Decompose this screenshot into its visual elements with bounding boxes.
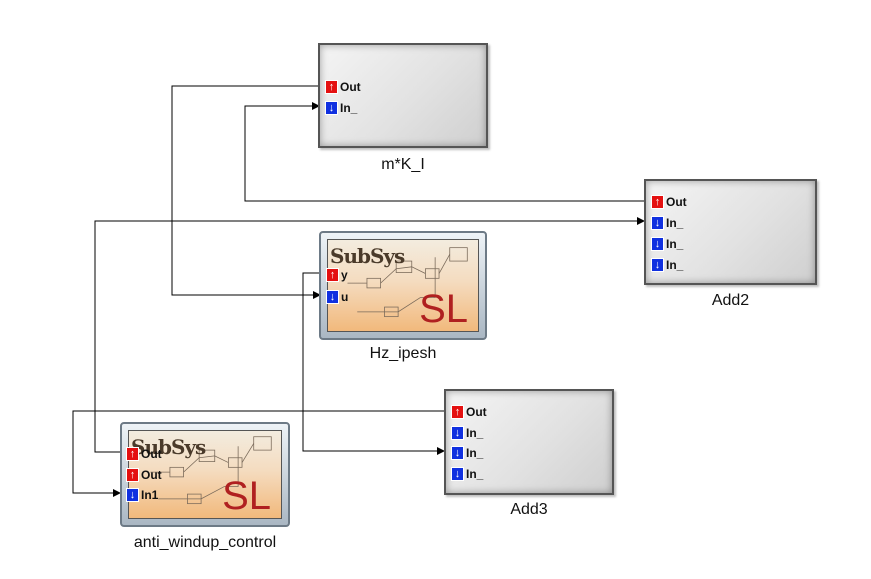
port-out[interactable]: ↑ Out xyxy=(325,79,361,95)
port-in[interactable]: ↓ In_ xyxy=(451,425,483,441)
wire-hz-out-to-add3-in xyxy=(302,272,445,455)
subsystem-icon-title: SubSys xyxy=(330,244,405,268)
block-add2[interactable]: ↑ Out ↓ In_ ↓ In_ ↓ In_ xyxy=(644,179,817,285)
block-hz-ipesh[interactable]: SubSys SL ↑ y ↓ u xyxy=(319,231,487,340)
port-in[interactable]: ↓ In_ xyxy=(651,236,683,252)
block-label-hz-ipesh: Hz_ipesh xyxy=(369,345,437,362)
port-label: Out xyxy=(141,447,162,461)
wire-aw-out-to-add2-in xyxy=(94,217,645,453)
port-label: y xyxy=(341,268,348,282)
port-out[interactable]: ↑ Out xyxy=(451,404,487,420)
wire-add2-out-to-mk-in xyxy=(244,102,650,202)
arrow-down-icon: ↓ xyxy=(651,237,664,251)
block-add3[interactable]: ↑ Out ↓ In_ ↓ In_ ↓ In_ xyxy=(444,389,614,495)
port-label: In_ xyxy=(340,101,358,115)
port-out[interactable]: ↑ Out xyxy=(651,194,687,210)
arrow-down-icon: ↓ xyxy=(451,426,464,440)
block-anti-windup-control[interactable]: SubSys SL ↑ Out ↑ Out ↓ In1 xyxy=(120,422,290,527)
subsystem-icon-mark: SL xyxy=(222,474,271,518)
port-in[interactable]: ↓ In1 xyxy=(126,487,158,503)
port-label: Out xyxy=(666,195,687,209)
subsystem-diagram-icon xyxy=(150,436,272,505)
port-out[interactable]: ↑ y xyxy=(326,267,348,283)
port-label: In_ xyxy=(666,237,684,251)
port-label: In_ xyxy=(666,258,684,272)
block-label-add2: Add2 xyxy=(711,292,750,309)
block-label-mk-i: m*K_I xyxy=(381,156,425,173)
subsystem-icon: SubSys SL xyxy=(327,239,479,332)
port-in[interactable]: ↓ In_ xyxy=(325,100,357,116)
arrow-down-icon: ↓ xyxy=(651,258,664,272)
arrow-down-icon: ↓ xyxy=(451,467,464,481)
arrow-up-icon: ↑ xyxy=(325,80,338,94)
port-label: Out xyxy=(466,405,487,419)
arrow-up-icon: ↑ xyxy=(126,447,139,461)
port-out[interactable]: ↑ Out xyxy=(126,467,162,483)
port-label: Out xyxy=(141,468,162,482)
port-in[interactable]: ↓ In_ xyxy=(451,466,483,482)
arrow-up-icon: ↑ xyxy=(651,195,664,209)
port-label: Out xyxy=(340,80,361,94)
port-label: In_ xyxy=(466,446,484,460)
port-label: In_ xyxy=(666,216,684,230)
arrow-up-icon: ↑ xyxy=(126,468,139,482)
subsystem-diagram-icon xyxy=(347,247,468,318)
arrow-down-icon: ↓ xyxy=(325,101,338,115)
wire-mk-out-to-hz-in xyxy=(171,85,324,299)
port-label: In_ xyxy=(466,467,484,481)
port-label: In1 xyxy=(141,488,159,502)
arrow-down-icon: ↓ xyxy=(126,488,139,502)
port-label: In_ xyxy=(466,426,484,440)
arrow-up-icon: ↑ xyxy=(451,405,464,419)
arrow-down-icon: ↓ xyxy=(326,290,339,304)
arrow-up-icon: ↑ xyxy=(326,268,339,282)
port-in[interactable]: ↓ In_ xyxy=(651,215,683,231)
arrow-down-icon: ↓ xyxy=(651,216,664,230)
arrow-down-icon: ↓ xyxy=(451,446,464,460)
subsystem-icon-mark: SL xyxy=(419,287,468,331)
wire-add3-out-to-aw-in xyxy=(72,410,455,497)
block-label-add3: Add3 xyxy=(510,501,548,518)
block-mk-i[interactable]: ↑ Out ↓ In_ xyxy=(318,43,488,148)
port-in[interactable]: ↓ In_ xyxy=(651,257,683,273)
port-out[interactable]: ↑ Out xyxy=(126,446,162,462)
subsystem-icon-title: SubSys xyxy=(131,435,206,459)
port-label: u xyxy=(341,290,349,304)
port-in[interactable]: ↓ u xyxy=(326,289,348,305)
subsystem-icon: SubSys SL xyxy=(128,430,282,519)
block-label-anti-windup-control: anti_windup_control xyxy=(133,534,277,551)
port-in[interactable]: ↓ In_ xyxy=(451,445,483,461)
